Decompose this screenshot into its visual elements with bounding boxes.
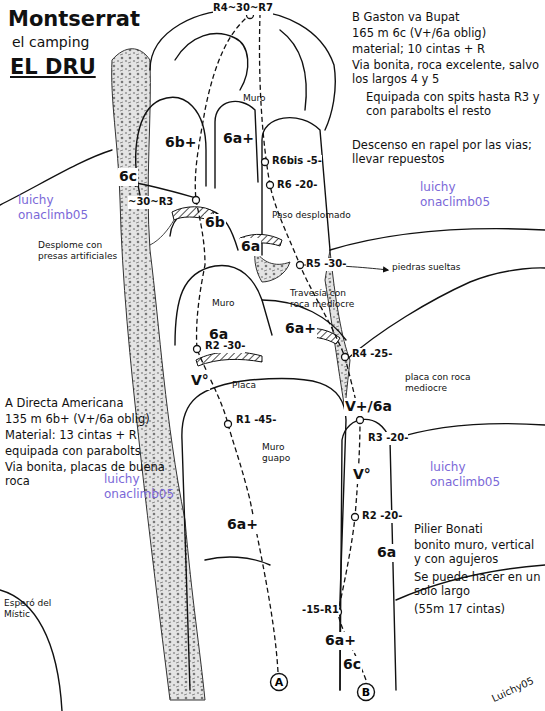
belay-station-label: ~30~R3 — [128, 196, 173, 209]
route-note: 135 m 6b+ (V+/6a oblig) — [5, 412, 180, 426]
belay-station-label: R6bis -5- — [272, 155, 322, 168]
rock-outline — [0, 10, 545, 711]
route-note: Equipada con spits hasta R3 y con parabo… — [366, 90, 542, 119]
pitch-grade: 6a+ — [222, 130, 255, 148]
route-letter-box: A — [269, 672, 289, 692]
signature: Luichy05 — [490, 675, 536, 705]
route-note: A Directa Americana — [5, 396, 177, 410]
route-note: material; 10 cintas + R — [352, 42, 542, 56]
pitch-grade: 6b+ — [164, 134, 198, 152]
topo-title: Montserrat — [8, 6, 140, 32]
rock-note: Paso desplomado — [272, 210, 362, 221]
rock-note: Placa — [232, 380, 256, 391]
watermark: luichy onaclimb05 — [420, 180, 492, 210]
route-start-circle: A — [269, 672, 289, 692]
overhang-shading — [172, 207, 340, 366]
belay-station-label: R2 -30- — [205, 340, 245, 353]
belay-station — [193, 12, 364, 616]
route-letter: A — [275, 676, 284, 689]
crag-name: EL DRU — [10, 54, 96, 80]
route-note: B Gaston va Bupat — [352, 10, 542, 24]
belay-station-label: R5 -30- — [306, 258, 346, 271]
rock-note: Muro — [212, 298, 234, 309]
belay-station-label: R2 -20- — [362, 510, 402, 523]
belay-station-label: -15-R1 — [302, 604, 339, 617]
pitch-grade: 6b — [204, 214, 226, 232]
pitch-grade: V+/6a — [344, 398, 393, 416]
route-note: Via bonita, roca excelente, salvo los la… — [352, 58, 542, 87]
route-note: Material: 13 cintas + R — [5, 428, 180, 442]
route-note: Pilier Bonati — [414, 522, 542, 536]
route-note: equipada con parabolts — [5, 444, 180, 458]
route-note: Se puede hacer en un solo largo — [414, 570, 542, 599]
belay-station-label: R3 -20- — [368, 432, 408, 445]
pitch-grade: 6a — [240, 238, 261, 256]
route-note: bonito muro, vertical y con agujeros — [414, 538, 542, 567]
pitch-grade: 6a+ — [284, 320, 317, 338]
belay-station-label: R6 -20- — [277, 179, 317, 192]
watermark: luichy onaclimb05 — [430, 460, 502, 490]
route-letter-box: B — [356, 682, 376, 702]
route-note: Descenso en rapel por las vias; llevar r… — [352, 138, 542, 167]
vegetation-gully — [112, 49, 350, 700]
watermark: luichy onaclimb05 — [104, 472, 176, 502]
route-note: (55m 17 cintas) — [414, 602, 542, 616]
rock-note: Desplome con presas artificiales — [38, 240, 133, 263]
rock-note: piedras sueltas — [392, 262, 460, 273]
route-letter: B — [362, 686, 370, 699]
belay-station-label: R4~30~R7 — [213, 2, 273, 15]
pitch-grade: V° — [190, 372, 210, 390]
pitch-grade: 6a+ — [324, 632, 357, 650]
pitch-grade: 6c — [342, 656, 362, 674]
route-note: 165 m 6c (V+/6a oblig) — [352, 26, 542, 40]
route-note: Via bonita, placas de buena roca — [5, 460, 173, 489]
crag-name: Esperó del Místic — [4, 598, 62, 621]
rock-note: Travesía con roca mediocre — [290, 288, 362, 311]
rock-note: placa con roca mediocre — [405, 372, 477, 395]
subtitle: el camping — [12, 34, 89, 52]
pitch-grade: 6a+ — [226, 516, 259, 534]
belay-station-label: R4 -25- — [352, 348, 392, 361]
rock-note: Muro — [243, 93, 265, 104]
pitch-grade: 6c — [118, 168, 138, 186]
belay-station-label: R1 -45- — [236, 414, 276, 427]
route-start-circle: B — [356, 682, 376, 702]
pitch-grade: V° — [352, 466, 372, 484]
pitch-grade: 6a — [376, 544, 397, 562]
rock-note: Muro guapo — [262, 442, 304, 465]
climbing-route — [130, 15, 388, 680]
watermark: luichy onaclimb05 — [18, 193, 90, 223]
